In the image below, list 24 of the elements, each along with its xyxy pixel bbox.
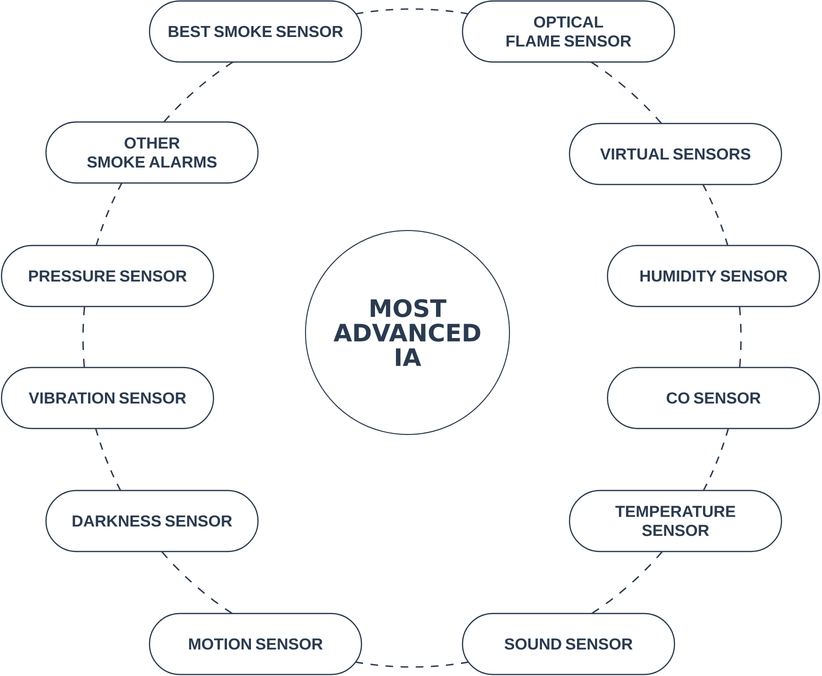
pill-box: OPTICAL FLAME SENSOR — [462, 0, 676, 63]
dashed-connector — [702, 184, 728, 246]
dashed-connector — [163, 61, 234, 122]
dashed-connector — [355, 661, 469, 668]
dashed-connector — [95, 428, 122, 491]
dashed-connector — [96, 182, 122, 246]
pill-box: SOUND SENSOR — [462, 612, 676, 676]
pill-box: CO SENSOR — [606, 366, 820, 430]
dashed-connector — [590, 61, 662, 124]
pill-box: MOTION SENSOR — [148, 612, 362, 676]
pill-box: OTHER SMOKE ALARMS — [45, 121, 259, 184]
pill-box: HUMIDITY SENSOR — [606, 244, 820, 308]
pill-box: BEST SMOKE SENSOR — [148, 0, 362, 63]
dashed-connector — [161, 551, 233, 614]
pill-box: VIRTUAL SENSORS — [568, 122, 782, 186]
dashed-connector — [591, 551, 663, 614]
pill-box: DARKNESS SENSOR — [45, 490, 259, 552]
pill-box: TEMPERATURE SENSOR — [568, 490, 782, 552]
dashed-connector — [738, 306, 742, 368]
pill-box: PRESSURE SENSOR — [0, 244, 214, 308]
dashed-connector — [702, 428, 729, 491]
pill-box: VIBRATION SENSOR — [0, 366, 214, 430]
dashed-connector — [82, 306, 86, 368]
dashed-connector — [356, 8, 468, 15]
